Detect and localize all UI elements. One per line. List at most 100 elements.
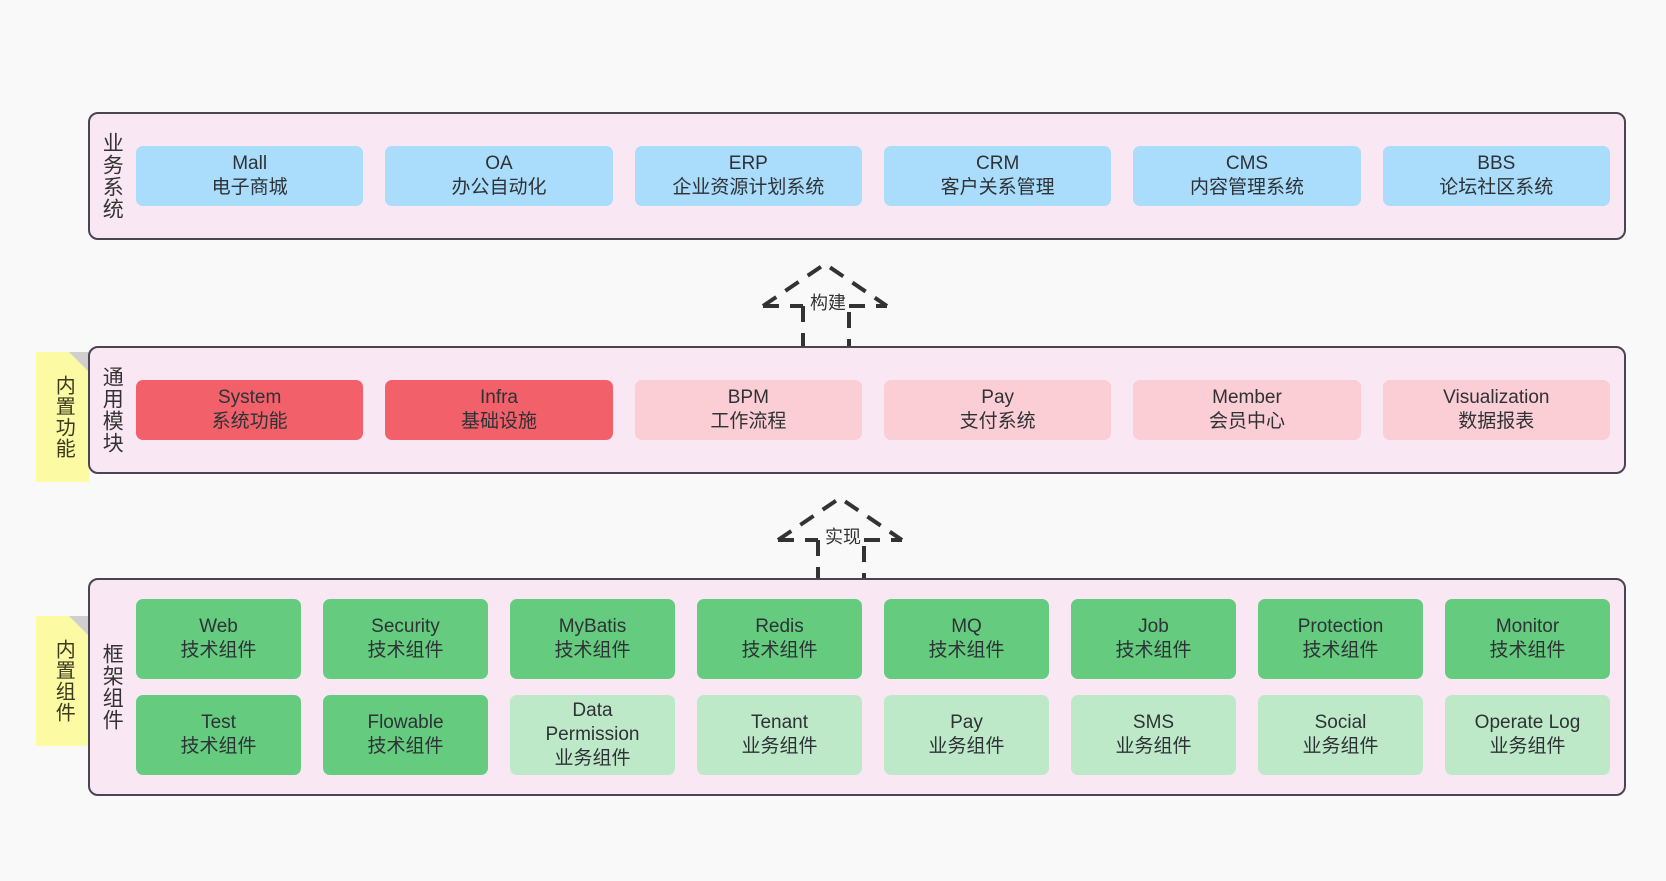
card-mq[interactable]: MQ 技术组件: [884, 599, 1049, 679]
card-sms[interactable]: SMS 业务组件: [1071, 695, 1236, 775]
card-title: BBS: [1477, 152, 1516, 174]
note-fold-icon: [69, 616, 89, 636]
card-title: MyBatis: [558, 615, 627, 637]
card-subtitle: 数据报表: [1458, 411, 1535, 432]
card-title: Visualization: [1443, 386, 1550, 408]
card-subtitle: 系统功能: [211, 411, 288, 432]
section-framework-title: 框架组件: [100, 643, 124, 731]
card-infra[interactable]: Infra 基础设施: [385, 379, 613, 441]
card-erp[interactable]: ERP 企业资源计划系统: [634, 145, 862, 207]
arrow-implement: 实现: [768, 490, 918, 585]
card-row: Mall 电子商城 OA 办公自动化 ERP 企业资源计划系统 CRM 客户关系…: [136, 145, 1610, 207]
card-web[interactable]: Web 技术组件: [136, 599, 301, 679]
section-framework-body: Web 技术组件 Security 技术组件 MyBatis 技术组件 Redi…: [132, 580, 1624, 794]
card-subtitle: 论坛社区系统: [1439, 177, 1554, 198]
card-subtitle: 会员中心: [1208, 411, 1285, 432]
card-subtitle: 技术组件: [1115, 640, 1192, 661]
card-title: Pay: [981, 386, 1015, 408]
card-title: Redis: [755, 615, 804, 637]
card-title: Data Permission: [545, 699, 640, 745]
card-subtitle: 技术组件: [1302, 640, 1379, 661]
card-system[interactable]: System 系统功能: [136, 379, 364, 441]
card-subtitle: 内容管理系统: [1189, 177, 1304, 198]
note-builtin-function: 内置功能: [36, 352, 89, 482]
arrow-build-label: 构建: [810, 293, 846, 313]
card-oa[interactable]: OA 办公自动化: [385, 145, 613, 207]
section-common-title: 通用模块: [100, 366, 124, 454]
card-title: SMS: [1132, 711, 1175, 733]
card-protection[interactable]: Protection 技术组件: [1258, 599, 1423, 679]
card-title: Flowable: [367, 711, 444, 733]
card-title: Tenant: [750, 711, 809, 733]
card-subtitle: 技术组件: [180, 736, 257, 757]
card-bbs[interactable]: BBS 论坛社区系统: [1382, 145, 1610, 207]
section-framework: 框架组件 Web 技术组件 Security 技术组件 MyBatis 技术组件…: [88, 578, 1626, 796]
arrow-build: 构建: [753, 256, 903, 351]
card-subtitle: 支付系统: [959, 411, 1036, 432]
card-pay-business[interactable]: Pay 业务组件: [884, 695, 1049, 775]
card-tenant[interactable]: Tenant 业务组件: [697, 695, 862, 775]
section-business-body: Mall 电子商城 OA 办公自动化 ERP 企业资源计划系统 CRM 客户关系…: [132, 114, 1624, 238]
card-subtitle: 技术组件: [554, 640, 631, 661]
card-operate-log[interactable]: Operate Log 业务组件: [1445, 695, 1610, 775]
card-subtitle: 技术组件: [928, 640, 1005, 661]
card-title: Job: [1138, 615, 1169, 637]
card-title: Pay: [950, 711, 983, 733]
card-mall[interactable]: Mall 电子商城: [136, 145, 364, 207]
card-title: OA: [485, 152, 513, 174]
section-business: 业务系统 Mall 电子商城 OA 办公自动化 ERP 企业资源计划系统 CRM…: [88, 112, 1626, 240]
card-monitor[interactable]: Monitor 技术组件: [1445, 599, 1610, 679]
card-title: Social: [1314, 711, 1367, 733]
card-subtitle: 业务组件: [1115, 736, 1192, 757]
card-title: Test: [201, 711, 236, 733]
card-subtitle: 业务组件: [554, 748, 631, 770]
card-subtitle: 办公自动化: [451, 177, 547, 198]
note-builtin-component: 内置组件: [36, 616, 89, 746]
card-subtitle: 工作流程: [710, 411, 787, 432]
card-subtitle: 技术组件: [180, 640, 257, 661]
card-visualization[interactable]: Visualization 数据报表: [1382, 379, 1610, 441]
card-subtitle: 业务组件: [928, 736, 1005, 757]
card-pay[interactable]: Pay 支付系统: [883, 379, 1112, 441]
card-redis[interactable]: Redis 技术组件: [697, 599, 862, 679]
card-subtitle: 业务组件: [1302, 736, 1379, 757]
card-bpm[interactable]: BPM 工作流程: [634, 379, 862, 441]
card-title: Member: [1212, 386, 1282, 408]
card-mybatis[interactable]: MyBatis 技术组件: [510, 599, 675, 679]
card-subtitle: 电子商城: [211, 177, 288, 198]
note-label: 内置组件: [52, 639, 75, 723]
card-subtitle: 技术组件: [367, 736, 444, 757]
card-crm[interactable]: CRM 客户关系管理: [883, 145, 1112, 207]
section-common: 通用模块 System 系统功能 Infra 基础设施 BPM 工作流程 Pay…: [88, 346, 1626, 474]
card-title: System: [217, 386, 282, 408]
card-subtitle: 技术组件: [367, 640, 444, 661]
card-title: ERP: [728, 152, 768, 174]
card-flowable[interactable]: Flowable 技术组件: [323, 695, 488, 775]
card-subtitle: 技术组件: [741, 640, 818, 661]
card-row: System 系统功能 Infra 基础设施 BPM 工作流程 Pay 支付系统…: [136, 379, 1610, 441]
card-social[interactable]: Social 业务组件: [1258, 695, 1423, 775]
card-title: Mall: [232, 152, 268, 174]
card-title: Protection: [1297, 615, 1384, 637]
card-member[interactable]: Member 会员中心: [1133, 379, 1361, 441]
arrow-implement-label: 实现: [825, 527, 861, 547]
card-row: Test 技术组件 Flowable 技术组件 Data Permission …: [136, 695, 1610, 775]
card-test[interactable]: Test 技术组件: [136, 695, 301, 775]
card-subtitle: 业务组件: [1489, 736, 1566, 757]
section-common-body: System 系统功能 Infra 基础设施 BPM 工作流程 Pay 支付系统…: [132, 348, 1624, 472]
card-title: Security: [371, 615, 440, 637]
card-title: Operate Log: [1474, 711, 1581, 733]
card-security[interactable]: Security 技术组件: [323, 599, 488, 679]
card-title: Monitor: [1495, 615, 1560, 637]
card-title: MQ: [951, 615, 982, 637]
card-row: Web 技术组件 Security 技术组件 MyBatis 技术组件 Redi…: [136, 599, 1610, 679]
card-cms[interactable]: CMS 内容管理系统: [1133, 145, 1361, 207]
card-title: Infra: [479, 386, 518, 408]
card-subtitle: 企业资源计划系统: [672, 177, 825, 198]
card-job[interactable]: Job 技术组件: [1071, 599, 1236, 679]
card-title: BPM: [727, 386, 769, 408]
note-label: 内置功能: [52, 375, 75, 459]
note-fold-icon: [69, 352, 89, 372]
card-data-permission[interactable]: Data Permission 业务组件: [510, 695, 675, 775]
